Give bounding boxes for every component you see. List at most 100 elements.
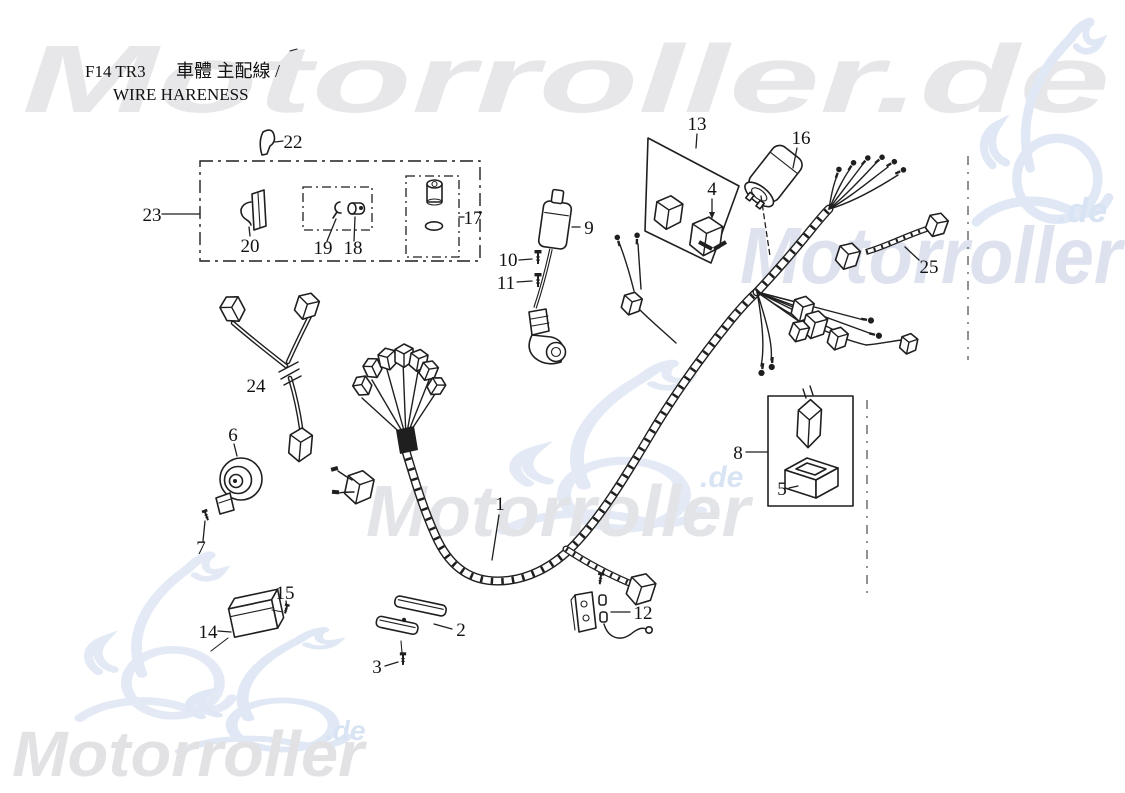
connector-cube xyxy=(216,291,250,327)
part-label-23: 23 xyxy=(143,205,162,226)
part-10-bolt xyxy=(533,249,543,265)
group-19-18-dashed-box xyxy=(302,186,373,231)
connector-cube xyxy=(619,289,645,318)
part-20-plate-line xyxy=(257,192,261,228)
horn-inner xyxy=(228,473,244,489)
relay-box-group: 4 13 xyxy=(644,114,740,264)
cdi-line xyxy=(229,607,274,618)
terminal-bullet xyxy=(884,156,900,170)
harness-mid-fan xyxy=(756,291,920,378)
leader-15 xyxy=(285,600,288,608)
part-16-body xyxy=(744,144,803,210)
limb-b-core xyxy=(287,313,312,363)
part-18-sleeve-dot xyxy=(359,206,363,210)
connector-cube xyxy=(291,289,322,324)
bracket-flange xyxy=(570,594,576,601)
clip-wire xyxy=(603,623,647,639)
leader-10 xyxy=(518,258,533,261)
part-label-20: 20 xyxy=(241,236,260,257)
part-label-9: 9 xyxy=(584,218,594,239)
relay-wire xyxy=(338,491,355,494)
leader-13 xyxy=(695,133,698,149)
connector-cube xyxy=(287,425,314,464)
part-label-1: 1 xyxy=(495,494,505,515)
terminal-bullet xyxy=(756,361,768,378)
part-label-8: 8 xyxy=(733,443,743,464)
leader-18 xyxy=(353,216,356,242)
switch-parts-group: 22 20 19 18 17 23 xyxy=(143,129,483,262)
mounts-group: 2 3 xyxy=(372,595,466,678)
part-17-barrel-bottom xyxy=(426,198,443,206)
watermark-middle-text: Motorroller xyxy=(366,472,754,552)
terminal-wire xyxy=(828,168,851,210)
condenser-prong xyxy=(744,191,755,202)
terminal-wire xyxy=(828,166,889,210)
bundle-hub xyxy=(396,426,418,454)
diagram-title-en: WIRE HARENESS xyxy=(113,85,249,104)
part-label-15: 15 xyxy=(276,583,295,604)
fan-wire-long2 xyxy=(865,339,903,346)
leader-6 xyxy=(233,443,238,457)
small-branch-wire xyxy=(637,243,642,290)
fuse-box-group: 5 8 xyxy=(733,385,854,507)
terminal-wire xyxy=(828,162,877,210)
clip-wire-eye xyxy=(644,625,653,634)
condenser-face-inner xyxy=(751,187,768,202)
part-label-10: 10 xyxy=(499,250,518,271)
watermark-suffix-right: .de xyxy=(1058,192,1107,230)
group-17-dashed-box xyxy=(405,175,460,258)
part-label-6: 6 xyxy=(228,425,238,446)
bar-rect xyxy=(393,595,448,617)
terminal-bullet xyxy=(632,231,642,246)
group-8-box xyxy=(767,395,854,507)
fuse-holder-prong xyxy=(809,385,814,396)
fuse-holder-prong xyxy=(802,388,807,399)
group-23-dashed-box xyxy=(199,160,481,262)
leader-22 xyxy=(274,140,284,143)
ink-speck xyxy=(289,48,298,52)
part-5-window xyxy=(795,462,827,476)
spade-terminal xyxy=(331,489,340,495)
part-17-washer xyxy=(424,221,444,232)
terminal-bullet xyxy=(867,329,884,341)
leader-19 xyxy=(326,218,337,242)
spark-plug-wire-core xyxy=(534,248,552,309)
harness-top-bundle xyxy=(349,343,449,454)
watermark-suffix-middle: .de xyxy=(700,461,743,494)
fan-wire-drop xyxy=(756,291,773,361)
part-label-7: 7 xyxy=(196,538,206,559)
harness-branch-core xyxy=(563,546,637,588)
harness-small-branch xyxy=(612,231,677,344)
harness-trunk-core xyxy=(401,288,761,585)
part-label-16: 16 xyxy=(792,128,811,149)
part-label-2: 2 xyxy=(456,620,466,641)
part-18-sleeve-face xyxy=(347,202,357,215)
part-label-3: 3 xyxy=(372,657,382,678)
side-relay-group xyxy=(330,466,377,508)
relay-wire xyxy=(337,470,353,481)
plug-cap-sleeve xyxy=(528,308,550,336)
horn-mid xyxy=(223,465,253,495)
part-17-keyhole xyxy=(431,180,438,188)
jumper-cable-group: 25 xyxy=(832,209,951,278)
cdi-tail-line xyxy=(210,637,229,652)
terminal-bullet xyxy=(893,165,909,178)
connector-cube xyxy=(825,324,851,353)
limb-c-core xyxy=(289,377,302,429)
plug-cap-end-inner xyxy=(550,346,562,358)
spade-terminal xyxy=(330,466,339,472)
leader-16 xyxy=(792,147,798,169)
leader-5 xyxy=(788,485,799,489)
part-3-bolt xyxy=(398,651,408,666)
small-branch-wire xyxy=(639,309,677,344)
harness-top-terminals xyxy=(828,152,909,210)
part-4-stripe xyxy=(698,240,713,251)
watermark-bottom-text: Motorroller xyxy=(12,718,367,790)
part-17-barrel-top xyxy=(426,179,443,189)
part-2-bar-upper xyxy=(393,595,448,617)
clip-lower xyxy=(599,611,608,623)
part-label-14: 14 xyxy=(199,622,219,643)
part-9-coil-body xyxy=(537,188,573,250)
